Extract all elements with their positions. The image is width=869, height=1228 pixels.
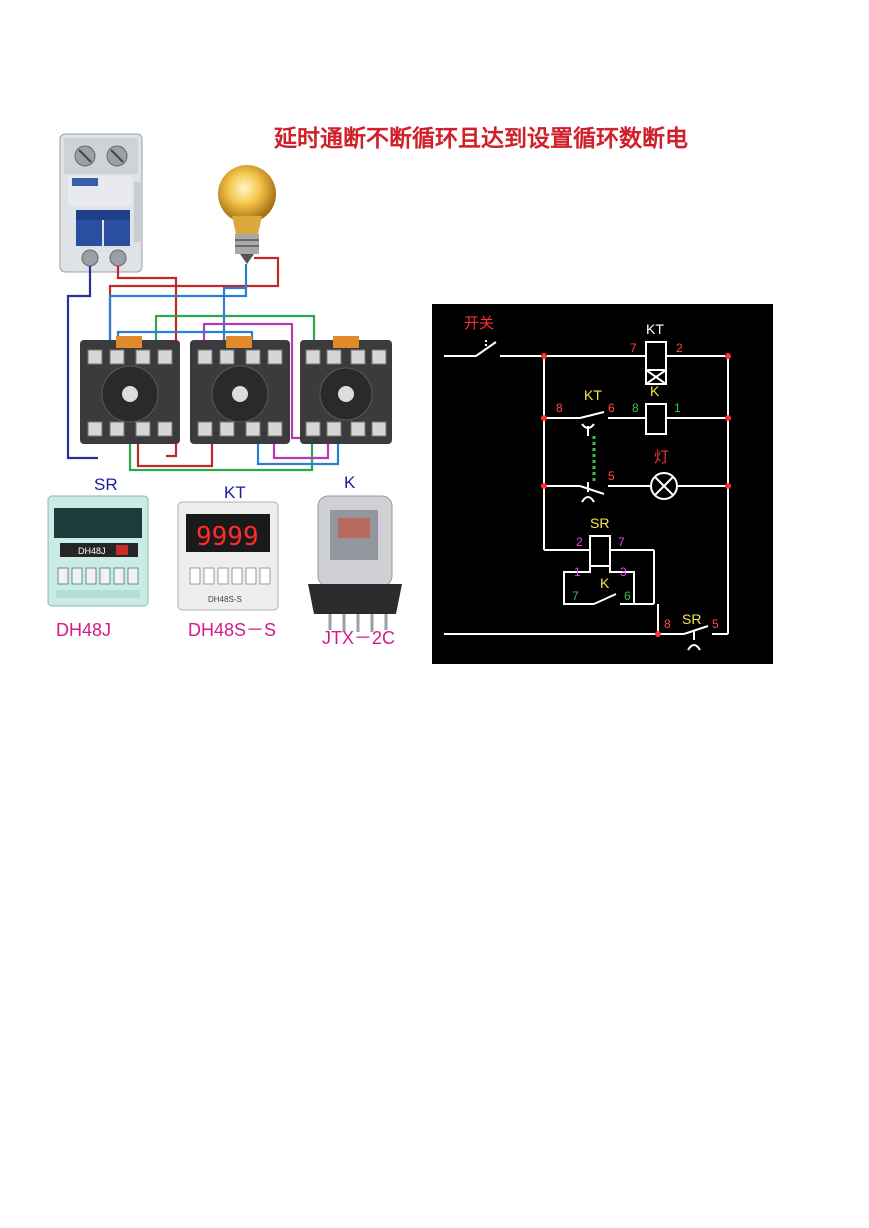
wire-blue-2 [222, 286, 246, 350]
sr-counter-device: DH48J [47, 495, 149, 607]
sr-coil-pin-left: 2 [576, 535, 583, 549]
kt-timer-device: 9999 DH48S-S [177, 501, 279, 611]
lamp-pin: 5 [608, 469, 615, 483]
wiring-illustration: SR KT K DH48J 9999 DH48S-S [47, 133, 402, 648]
sr-model: DH48J [56, 620, 111, 640]
sr-face-label: DH48J [78, 546, 106, 556]
light-bulb [218, 165, 276, 264]
kt-contact-pin-right: 6 [608, 401, 615, 415]
k-contact-pin-tl: 1 [574, 565, 581, 579]
title-banner: 延时通断不断循环且达到设置循环数断电 [273, 125, 688, 152]
kt-contact-pin-left: 8 [556, 401, 563, 415]
sr-contact-pin-right: 5 [712, 617, 719, 631]
k-contact-pin-tr: 3 [620, 565, 627, 579]
lamp-label: 灯 [654, 448, 669, 466]
k-contact-pin-br: 6 [624, 589, 631, 603]
circuit-breaker [59, 133, 143, 273]
k-coil-pin-left: 8 [632, 401, 639, 415]
kt-face-label: DH48S-S [208, 595, 242, 604]
switch-label: 开关 [464, 314, 494, 332]
relay-socket-1 [80, 336, 180, 444]
kt-model: DH48S－S [188, 620, 276, 640]
sr-label: SR [94, 475, 118, 494]
k-model: JTX－2C [322, 628, 395, 648]
wire-blue-bottom [256, 438, 340, 466]
relay-socket-2 [190, 336, 290, 444]
kt-contact-label: KT [584, 387, 602, 403]
k-contact-label: K [600, 575, 610, 591]
wiring-lines [66, 256, 340, 472]
kt-coil-label: KT [646, 321, 664, 337]
wire-blue-1 [108, 264, 248, 350]
page-title: 延时通断不断循环且达到设置循环数断电 [273, 125, 688, 152]
wire-navy [66, 266, 98, 460]
k-coil-label: K [650, 383, 660, 399]
k-label: K [344, 473, 356, 492]
kt-coil-pin-left: 7 [630, 341, 637, 355]
sr-coil-label: SR [590, 515, 609, 531]
kt-coil-pin-right: 2 [676, 341, 683, 355]
wire-red-bottom [136, 438, 214, 468]
sr-contact-label: SR [682, 611, 701, 627]
relay-socket-3 [300, 336, 392, 444]
wire-red-top [116, 266, 178, 458]
k-relay-device [308, 495, 402, 632]
k-coil-pin-right: 1 [674, 401, 681, 415]
sr-coil-pin-right: 7 [618, 535, 625, 549]
kt-display: 9999 [196, 522, 259, 552]
kt-label: KT [224, 483, 246, 502]
ladder-schematic: 开关 KT 7 2 KT 8 6 K 8 1 灯 5 SR 2 7 K 1 3 … [432, 304, 773, 664]
sr-contact-pin-left: 8 [664, 617, 671, 631]
wire-magenta-bottom [272, 442, 330, 460]
k-contact-pin-bl: 7 [572, 589, 579, 603]
wire-green-bottom [128, 438, 314, 472]
